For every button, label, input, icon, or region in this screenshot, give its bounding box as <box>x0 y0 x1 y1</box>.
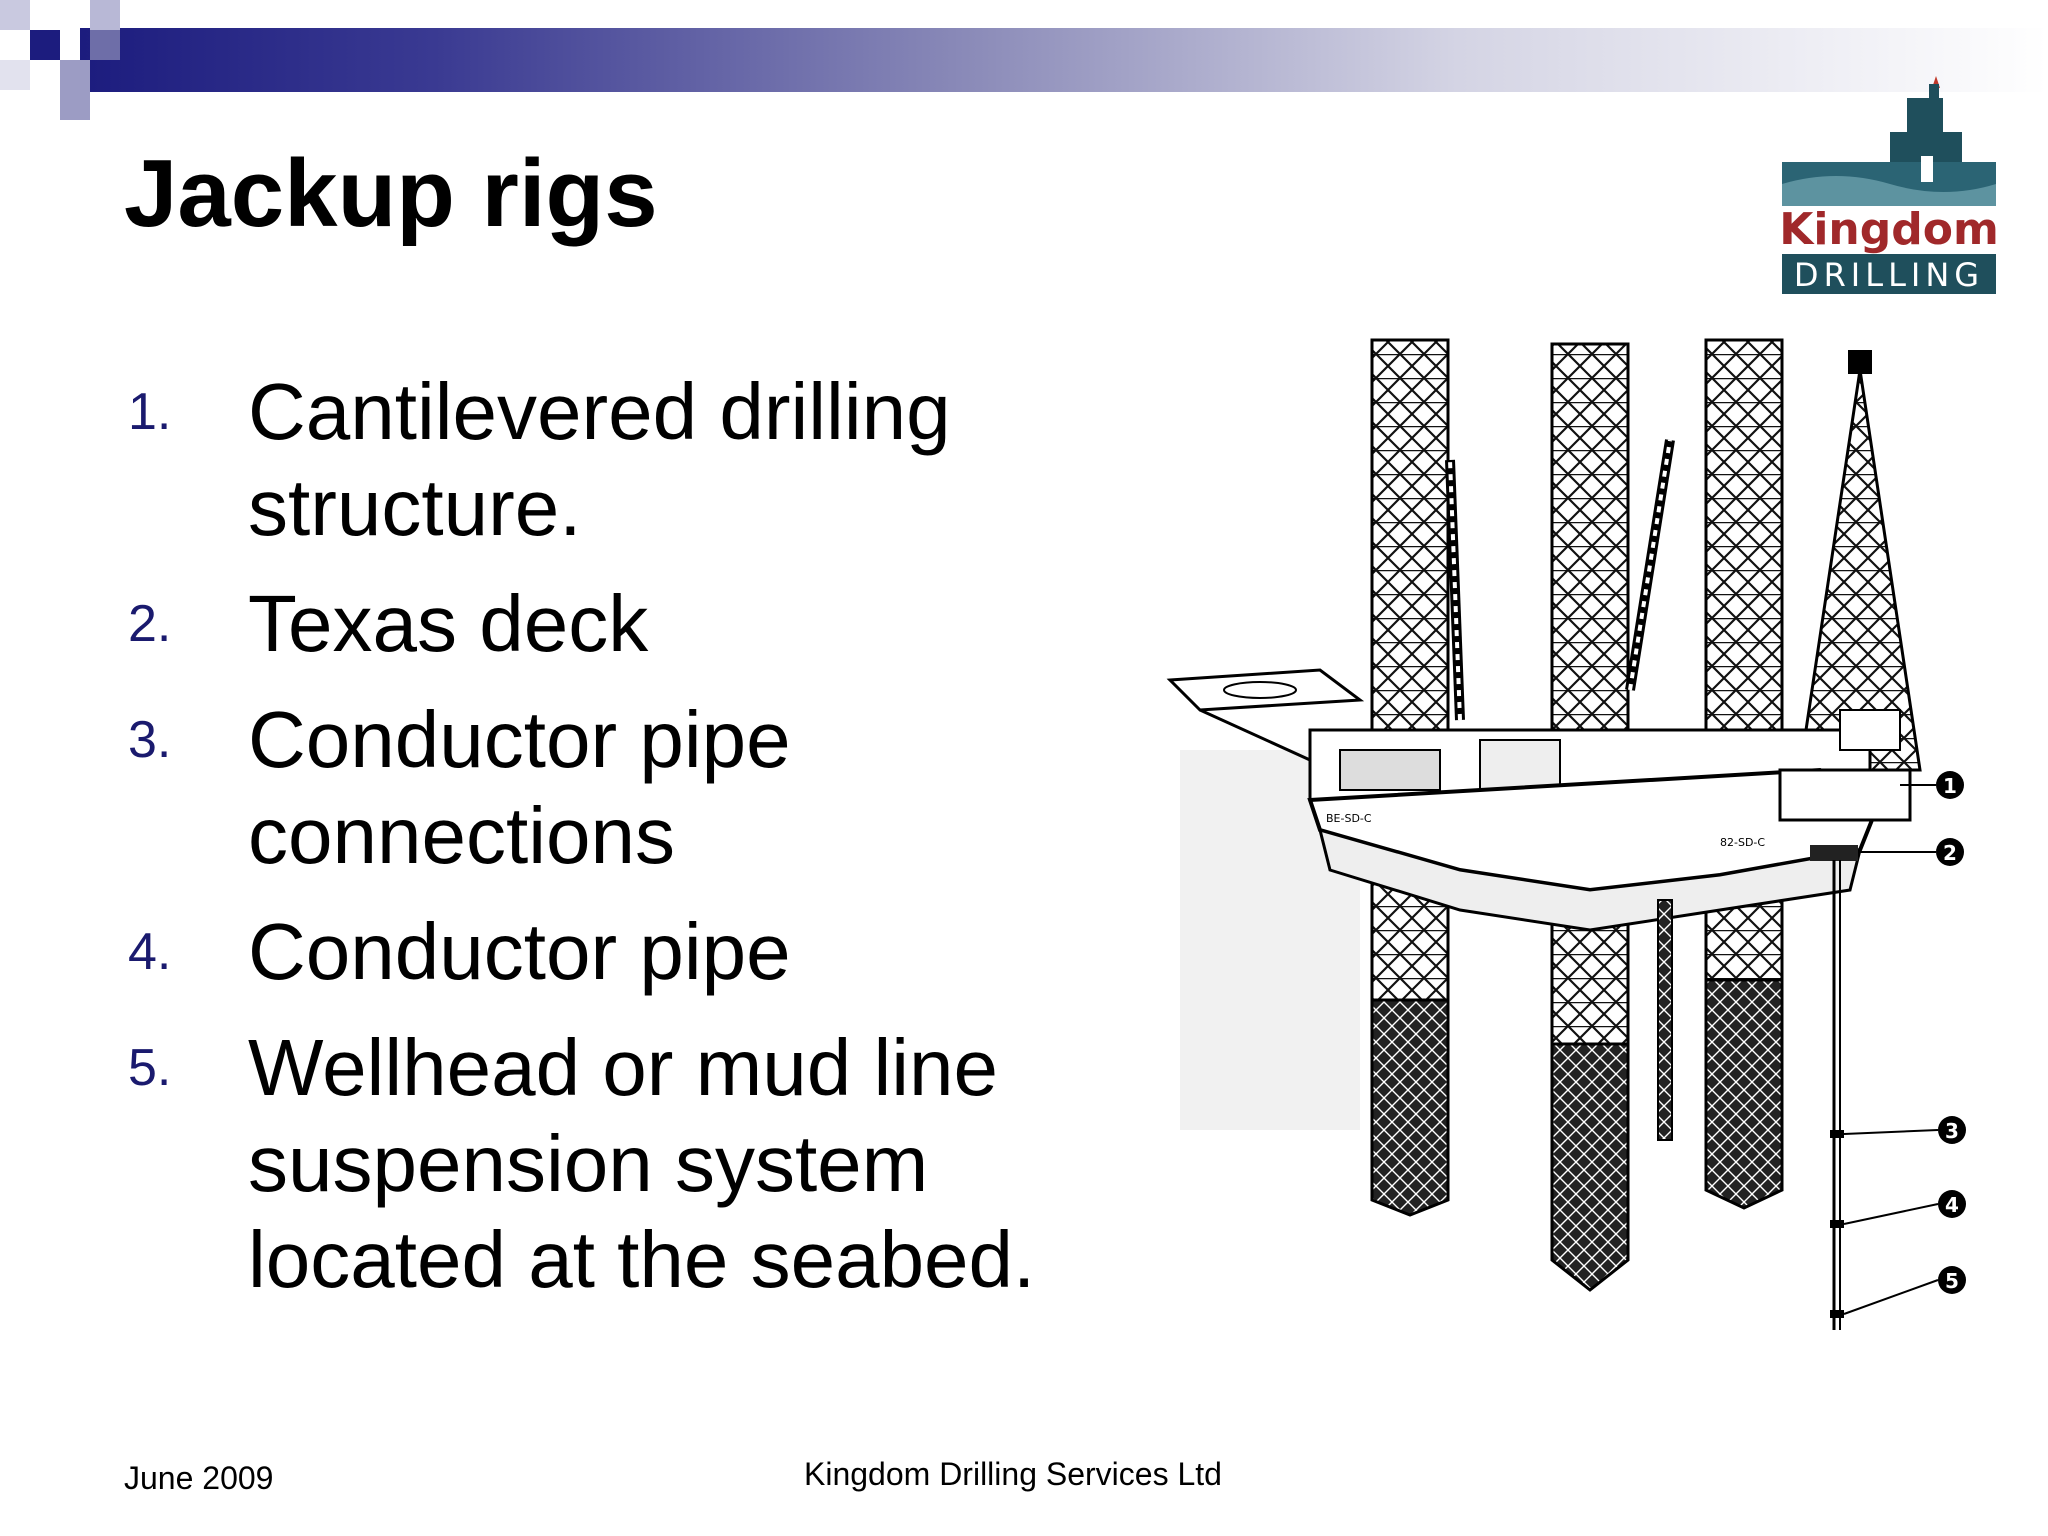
callout-2: 2 <box>1936 838 1964 866</box>
header-square-7 <box>60 90 90 120</box>
list-item-text: Texas deck <box>248 579 649 668</box>
header-square-4 <box>90 0 120 30</box>
leg-2 <box>1550 342 1630 1046</box>
list-item-text: Cantilevered drilling structure. <box>248 367 951 552</box>
bullet-list: 1. Cantilevered drilling structure. 2. T… <box>124 364 1084 1328</box>
svg-text:4: 4 <box>1945 1193 1959 1217</box>
callout-1: 1 <box>1936 771 1964 799</box>
header-gradient-bar <box>80 28 2048 92</box>
hull-label-left: BE-SD-C <box>1326 812 1372 825</box>
svg-text:2: 2 <box>1943 841 1957 865</box>
logo-subtitle: DRILLING <box>1794 256 1984 294</box>
list-item: 3. Conductor pipe connections <box>124 692 1084 884</box>
list-item-text: Conductor pipe connections <box>248 695 791 880</box>
list-item-text: Conductor pipe <box>248 907 791 996</box>
callout-4: 4 <box>1938 1190 1966 1218</box>
list-item-number: 3. <box>128 711 172 769</box>
helideck <box>1166 668 1365 712</box>
list-item-number: 4. <box>128 923 172 981</box>
list-item: 1. Cantilevered drilling structure. <box>124 364 1084 556</box>
list-item: 2. Texas deck <box>124 576 1084 672</box>
list-item-number: 2. <box>128 595 172 653</box>
list-item: 5. Wellhead or mud line suspension syste… <box>124 1020 1084 1308</box>
header-square-2 <box>30 30 60 60</box>
logo-wordmark: Kingdom <box>1780 204 1998 255</box>
header-square-1 <box>0 0 30 30</box>
svg-text:1: 1 <box>1943 774 1957 798</box>
slide-title: Jackup rigs <box>124 140 658 247</box>
header-square-3 <box>60 60 90 90</box>
footer-date: June 2009 <box>124 1460 274 1496</box>
footer-company: Kingdom Drilling Services Ltd <box>804 1456 1222 1492</box>
jackup-rig-diagram: BE-SD-C 82-SD-C 1 2 3 4 5 <box>1166 338 1966 1330</box>
hull-label-right: 82-SD-C <box>1720 836 1765 849</box>
callout-5: 5 <box>1938 1266 1966 1294</box>
svg-text:3: 3 <box>1945 1119 1959 1143</box>
callout-3: 3 <box>1938 1116 1966 1144</box>
list-item-number: 1. <box>128 383 172 441</box>
header-square-5 <box>90 30 120 60</box>
kingdom-drilling-logo: Kingdom DRILLING <box>1780 76 1998 294</box>
list-item-number: 5. <box>128 1039 172 1097</box>
svg-text:5: 5 <box>1945 1269 1959 1293</box>
header-square-6 <box>0 60 30 90</box>
list-item-text: Wellhead or mud line suspension system l… <box>248 1023 1036 1304</box>
list-item: 4. Conductor pipe <box>124 904 1084 1000</box>
